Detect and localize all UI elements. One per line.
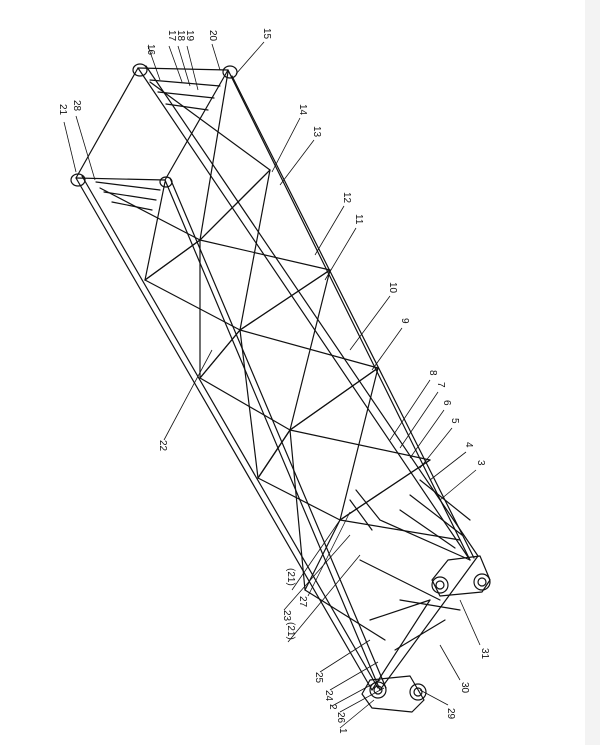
top-end-frame — [75, 67, 229, 211]
mid-left-pin-icon — [70, 173, 86, 187]
callout-18: 18 — [175, 30, 186, 42]
callout-13: 13 — [311, 126, 322, 138]
callout-28: 28 — [71, 100, 82, 112]
callout-5: 5 — [449, 418, 460, 424]
lower-right-pin-2-icon — [473, 573, 491, 591]
lower-right-pin-icon — [431, 576, 449, 594]
callout-25: 25 — [313, 672, 324, 684]
callout-9: 9 — [399, 318, 410, 324]
callout-15: 15 — [261, 28, 272, 40]
callout-10: 10 — [387, 282, 398, 294]
callout-17: 17 — [166, 30, 177, 42]
callout-12: 12 — [341, 192, 352, 204]
callout-22: 22 — [157, 440, 168, 452]
callout-1: 1 — [337, 728, 348, 734]
main-chords — [75, 65, 479, 691]
callout-21-paren-upper: (21) — [285, 568, 296, 586]
callout-11: 11 — [353, 214, 364, 225]
callout-3: 3 — [475, 460, 486, 466]
callout-24: 24 — [323, 690, 334, 702]
bottom-connection-frame — [349, 479, 479, 691]
callout-8: 8 — [427, 370, 438, 376]
callout-21-paren-lower: (21) — [285, 622, 296, 640]
truss-boom-section — [70, 63, 491, 713]
callout-30: 30 — [459, 682, 470, 694]
top-left-pin-icon — [132, 63, 148, 77]
callout-26: 26 — [335, 712, 346, 724]
top-right-pin-icon — [222, 65, 238, 79]
callout-27: 27 — [297, 596, 308, 608]
callout-14: 14 — [297, 104, 308, 116]
callout-20: 20 — [207, 30, 218, 42]
lower-left-pin-2-icon — [409, 683, 427, 701]
callout-23: 23 — [281, 610, 292, 622]
leader-lines — [63, 41, 481, 729]
callout-6: 6 — [441, 400, 452, 406]
mid-right-pin-icon — [159, 176, 173, 188]
callout-29: 29 — [445, 708, 456, 720]
callout-labels: 16 17 18 19 20 15 21 28 14 13 12 11 10 9… — [57, 28, 490, 734]
transverse-struts — [144, 169, 431, 521]
callout-21: 21 — [57, 104, 68, 116]
callout-16: 16 — [145, 44, 156, 56]
page-edge-strip — [585, 0, 600, 745]
callout-7: 7 — [435, 382, 446, 388]
pin-connectors — [70, 63, 491, 713]
callout-2: 2 — [327, 704, 338, 710]
callout-4: 4 — [463, 442, 474, 448]
lower-left-pin-icon — [369, 681, 387, 699]
callout-31: 31 — [479, 648, 490, 660]
callout-19: 19 — [184, 30, 195, 42]
